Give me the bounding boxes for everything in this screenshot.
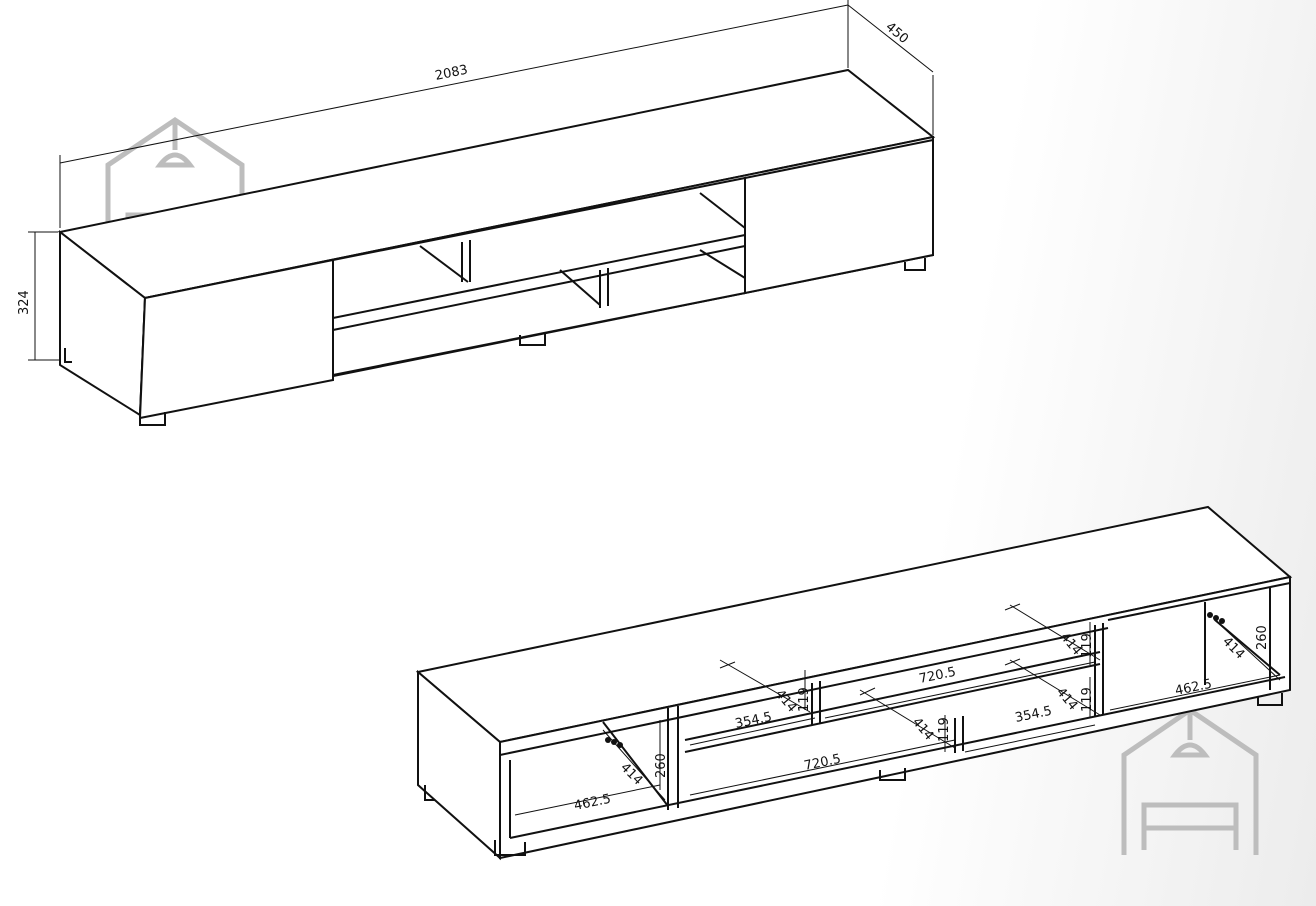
left-door	[138, 258, 334, 420]
left-height-label: 260	[654, 753, 669, 778]
shelf-height-label-b: 119	[937, 717, 952, 742]
right-width-label: 462.5	[1174, 677, 1213, 699]
depth-dimension: 450	[882, 20, 911, 47]
center-upper-width-label: 720.5	[918, 665, 957, 687]
cabinet-closed-view	[57, 68, 936, 426]
shelf-height-label-a: 119	[797, 687, 812, 712]
shelf-height-label-c: 119	[1080, 687, 1095, 712]
watermark-logo-bottom	[1121, 706, 1259, 855]
cabinet-open-view	[415, 505, 1293, 861]
dimension-lines-bottom	[514, 588, 1281, 816]
right-height-label: 260	[1255, 625, 1270, 650]
left-width-label: 462.5	[573, 792, 612, 814]
width-dimension: 2083	[434, 63, 469, 84]
center-left-width-label: 354.5	[734, 710, 773, 732]
dimension-lines-top	[28, 0, 934, 361]
shelf-height-label-d: 119	[1080, 633, 1095, 658]
center-right-width-label: 354.5	[1014, 704, 1053, 726]
center-lower-width-label: 720.5	[803, 752, 842, 774]
height-dimension: 324	[17, 290, 32, 315]
